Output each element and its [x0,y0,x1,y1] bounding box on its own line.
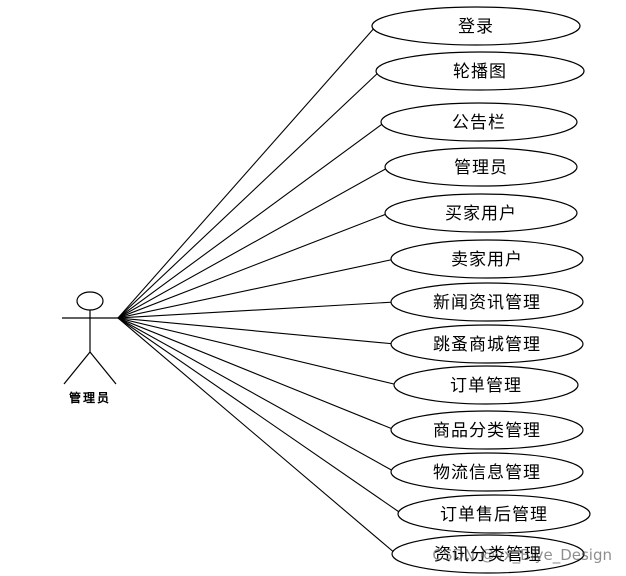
association-line [117,317,396,473]
use-case-label: 买家用户 [445,204,517,224]
association-line [117,121,386,319]
association-line [117,70,381,319]
actor-figure: 管理员 [62,291,118,405]
use-case-ellipse [375,51,585,91]
association-line [117,317,397,555]
use-case-list: 登录轮播图公告栏管理员买家用户卖家用户新闻资讯管理跳蚤商城管理订单管理商品分类管… [371,6,591,574]
use-case-label: 卖家用户 [451,250,523,270]
association-line [117,317,396,431]
use-case: 订单管理 [393,365,579,405]
use-case-ellipse [390,410,584,450]
actor-left-leg [63,351,91,385]
use-case: 商品分类管理 [390,410,584,450]
use-case-label: 跳蚤商城管理 [433,335,541,355]
use-case-ellipse [384,193,578,233]
use-case-ellipse [390,239,584,279]
use-case-ellipse [391,534,585,574]
association-line [117,317,403,515]
association-line [117,317,396,345]
association-lines [117,25,403,555]
use-case-ellipse [380,102,578,142]
use-case-label: 轮播图 [453,62,507,82]
use-case-ellipse [397,494,591,534]
use-case: 物流信息管理 [390,452,584,492]
use-case: 管理员 [384,147,578,187]
use-case-label: 公告栏 [452,113,506,133]
use-case: 订单售后管理 [397,494,591,534]
actor-label: 管理员 [69,390,111,405]
use-case-ellipse [390,282,584,322]
use-case: 资讯分类管理 [391,534,585,574]
association-line [117,166,390,319]
use-case-label: 管理员 [454,158,508,178]
use-case-label: 商品分类管理 [433,421,541,441]
use-case: 买家用户 [384,193,578,233]
use-case-ellipse [384,147,578,187]
use-case: 卖家用户 [390,239,584,279]
use-case-label: 登录 [458,17,494,37]
use-case-ellipse [371,6,581,46]
use-case: 公告栏 [380,102,578,142]
use-case: 新闻资讯管理 [390,282,584,322]
use-case: 登录 [371,6,581,46]
use-case: 跳蚤商城管理 [390,324,584,364]
use-case-label: 物流信息管理 [433,463,541,483]
watermark: CSDN @vx_Biye_Design [432,546,612,565]
use-case-ellipse [393,365,579,405]
actor-right-leg [89,351,117,385]
association-line [117,25,377,319]
use-case-label: 资讯分类管理 [434,545,542,565]
association-line [117,301,396,319]
association-line [117,258,396,319]
actor-head [76,291,104,311]
use-case-label: 订单售后管理 [440,505,548,525]
use-case: 轮播图 [375,51,585,91]
use-case-label: 新闻资讯管理 [433,293,541,313]
association-line [117,317,399,386]
use-case-ellipse [390,452,584,492]
association-line [117,212,390,319]
use-case-label: 订单管理 [450,376,522,396]
use-case-ellipse [390,324,584,364]
